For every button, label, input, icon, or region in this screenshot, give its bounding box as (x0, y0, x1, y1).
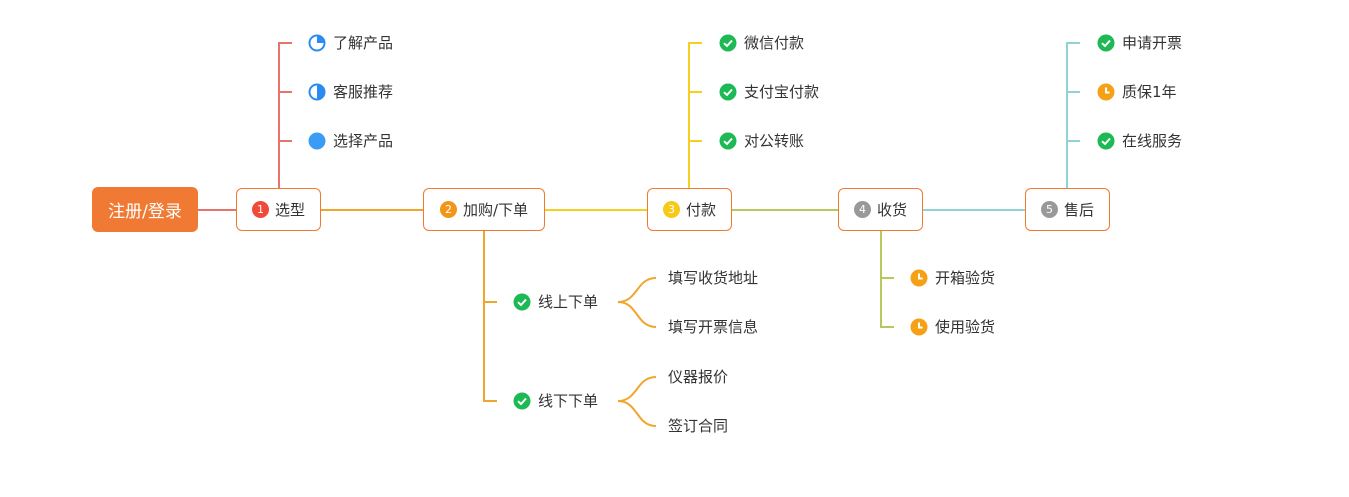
leaf-node[interactable]: 线上下单 (513, 293, 598, 311)
leaf-label: 质保1年 (1122, 83, 1177, 101)
stage-node-4[interactable]: 4 收货 (838, 188, 923, 231)
clock-icon (910, 318, 928, 336)
stage-number-badge: 3 (662, 201, 680, 218)
sub-leaf-label: 签订合同 (668, 417, 729, 435)
sub-leaf-node[interactable]: 仪器报价 (668, 368, 728, 386)
leaf-label: 在线服务 (1122, 132, 1183, 150)
leaf-label: 支付宝付款 (744, 83, 820, 101)
stage-number-badge: 2 (439, 201, 457, 218)
leaf-node[interactable]: 支付宝付款 (719, 83, 819, 101)
leaf-node[interactable]: 选择产品 (308, 132, 393, 150)
leaf-label: 申请开票 (1122, 34, 1183, 52)
sub-leaf-node[interactable]: 填写收货地址 (668, 269, 758, 287)
root-label: 注册/登录 (108, 202, 182, 222)
stage-node-2[interactable]: 2 加购/下单 (423, 188, 545, 231)
leaf-label: 客服推荐 (333, 83, 394, 101)
stage-number-badge: 5 (1040, 201, 1058, 218)
leaf-node[interactable]: 客服推荐 (308, 83, 393, 101)
stage-node-1[interactable]: 1 选型 (236, 188, 321, 231)
leaf-label: 使用验货 (935, 318, 996, 336)
leaf-node[interactable]: 申请开票 (1097, 34, 1182, 52)
stage-label: 付款 (685, 201, 716, 219)
stage-label: 加购/下单 (462, 201, 529, 219)
stage-node-5[interactable]: 5 售后 (1025, 188, 1110, 231)
sub-leaf-label: 填写收货地址 (668, 269, 759, 287)
sub-leaf-label: 填写开票信息 (668, 318, 759, 336)
stage-number-badge: 1 (251, 201, 269, 218)
stage-label: 收货 (876, 201, 907, 219)
check-icon (719, 132, 737, 150)
leaf-node[interactable]: 微信付款 (719, 34, 804, 52)
leaf-label: 选择产品 (333, 132, 394, 150)
progress-quarter-icon (308, 34, 326, 52)
clock-icon (1097, 83, 1115, 101)
stage-number-badge: 4 (853, 201, 871, 218)
sub-leaf-node[interactable]: 填写开票信息 (668, 318, 758, 336)
leaf-node[interactable]: 了解产品 (308, 34, 393, 52)
progress-half-icon (308, 83, 326, 101)
check-icon (719, 83, 737, 101)
check-icon (513, 392, 531, 410)
leaf-label: 微信付款 (744, 34, 805, 52)
stage-label: 售后 (1063, 201, 1094, 219)
check-icon (1097, 132, 1115, 150)
check-icon (1097, 34, 1115, 52)
leaf-label: 开箱验货 (935, 269, 996, 287)
leaf-node[interactable]: 质保1年 (1097, 83, 1177, 101)
check-icon (513, 293, 531, 311)
leaf-node[interactable]: 使用验货 (910, 318, 995, 336)
leaf-node[interactable]: 对公转账 (719, 132, 804, 150)
leaf-label: 线下下单 (538, 392, 599, 410)
check-icon (719, 34, 737, 52)
leaf-node[interactable]: 在线服务 (1097, 132, 1182, 150)
leaf-label: 线上下单 (538, 293, 599, 311)
leaf-node[interactable]: 线下下单 (513, 392, 598, 410)
leaf-node[interactable]: 开箱验货 (910, 269, 995, 287)
stage-label: 选型 (274, 201, 305, 219)
root-node-register-login[interactable]: 注册/登录 (92, 187, 198, 232)
sub-leaf-label: 仪器报价 (668, 368, 729, 386)
leaf-label: 对公转账 (744, 132, 805, 150)
leaf-label: 了解产品 (333, 34, 394, 52)
stage-node-3[interactable]: 3 付款 (647, 188, 732, 231)
sub-leaf-node[interactable]: 签订合同 (668, 417, 728, 435)
clock-icon (910, 269, 928, 287)
progress-full-icon (308, 132, 326, 150)
